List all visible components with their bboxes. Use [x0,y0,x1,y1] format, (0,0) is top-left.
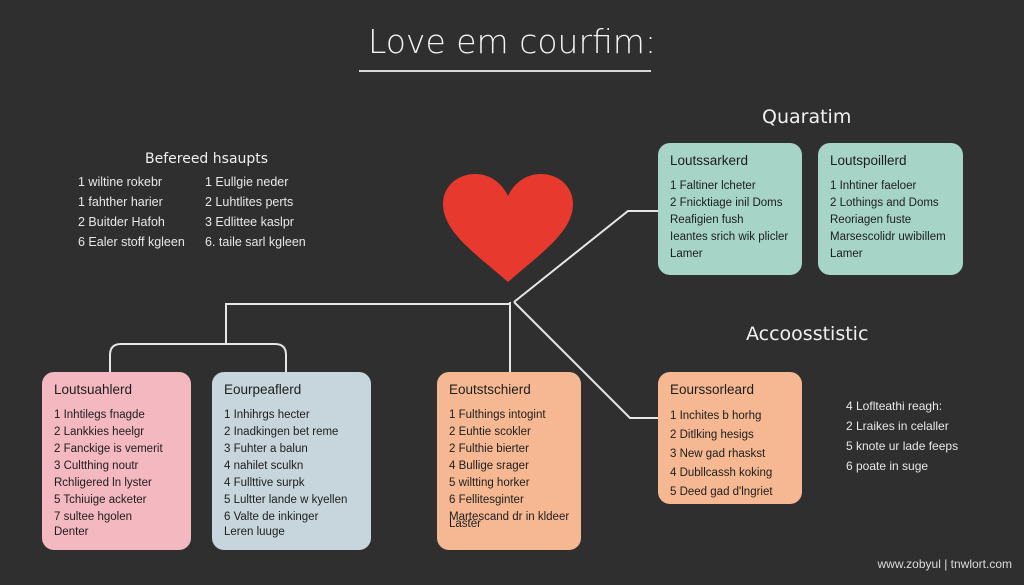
card-item: 5 Deed gad d'lngriet [670,486,773,498]
watermark: www.zobyul | tnwlort.com [877,557,1013,571]
card-title: Eourssorleard [670,382,755,397]
card-item: 1 Inhihrgs hecter [224,409,310,421]
side-list-item: 6 poate in suge [846,459,929,473]
legend-item: 2 Luhtlites perts [205,195,294,209]
card-item: 3 Fuhter a balun [224,443,308,455]
card-item: 2 Ditlking hesigs [670,429,754,441]
card-item: 2 Inadkingen bet reme [224,426,339,438]
card-item: 4 Dubllcassh koking [670,467,773,479]
legend-item: 1 Eullgie neder [205,175,289,189]
card-item: Lamer [830,248,863,260]
card-item: 4 Fullttive surpk [224,477,305,489]
side-list-item: 4 Loflteathi reagh: [846,399,943,413]
side-list-item: 2 Lraikes in celaller [846,419,949,433]
card-item: 2 Lothings and Doms [830,197,939,209]
card-item: Reoriagen fuste [830,214,912,226]
side-list: 4 Loflteathi reagh: 2 Lraikes in celalle… [846,396,958,476]
legend-heading: Befereed hsaupts [145,151,269,167]
card-item: 5 Lultter lande w kyellen [224,494,348,506]
card-item: 6 Fellitesginter [449,494,524,506]
card-item: 4 Bullige srager [449,460,529,472]
card-blue: Eourpeaflerd 1 Inhihrgs hecter 2 Inadkin… [212,372,371,550]
card-item: 3 New gad rhaskst [670,448,766,460]
card-footer: Leren luuge [224,526,285,538]
card-item: Reafigien fush [670,214,744,226]
card-title: Loutsuahlerd [54,382,133,397]
connector-heart-to-lower-right [513,301,658,419]
card-item: 2 Fulthie bierter [449,443,529,455]
heart-icon [443,174,573,282]
card-item: 1 Inhtiner faeloer [830,180,917,192]
page-title: Love em courfim: [367,22,657,61]
card-item: 5 wiltting horker [449,477,530,489]
legend-item: 1 wiltine rokebr [78,175,163,189]
card-title: Eoutstschierd [449,382,531,397]
card-item: 2 Euhtie scokler [449,426,531,438]
card-item: 4 nahilet sculkn [224,460,304,472]
card-item: 2 Lankkies heelgr [54,426,145,438]
card-teal-left: Loutssarkerd 1 Faltiner lcheter 2 Fnickt… [658,143,802,275]
card-item: Marsescolidr uwibillem [830,231,946,243]
card-title: Eourpeaflerd [224,382,302,397]
card-item: 1 Faltiner lcheter [670,180,756,192]
card-item: 6 Valte de inkinger [224,511,319,523]
card-item: 7 sultee hgolen [54,511,133,523]
connector-heart-to-top-right [513,210,658,303]
card-footer: Denter [54,526,89,538]
card-item: 2 Fanckige is vemerit [54,443,163,455]
card-pink: Loutsuahlerd 1 Inhtilegs fnagde 2 Lankki… [42,372,191,550]
legend-left-list: 1 wiltine rokebr 1 fahther harier 2 Buit… [78,172,185,252]
card-item: 1 Fulthings intogint [449,409,546,421]
section-label-top-right: Quaratim [762,106,852,128]
card-item: 2 Fnicktiage inil Doms [670,197,783,209]
card-orange-right: Eourssorleard 1 Inchites b horhg 2 Ditlk… [658,372,802,504]
legend-item: 1 fahther harier [78,195,163,209]
side-list-item: 5 knote ur lade feeps [846,439,959,453]
card-item: Lamer [670,248,703,260]
card-item: 5 Tchiuige acketer [54,494,147,506]
card-item: 3 Cultthing noutr [54,460,139,472]
card-title: Loutspoillerd [830,153,907,168]
card-item: 1 Inhtilegs fnagde [54,409,145,421]
title-underline [359,70,651,72]
connector-left-bracket [109,343,287,372]
legend-item: 6. taile sarl kgleen [205,235,306,249]
legend-item: 2 Buitder Hafoh [78,215,165,229]
section-label-middle-right: Accoosstistic [746,323,869,345]
connector-heart-to-left-group [225,302,511,344]
card-item: Rchligered ln lyster [54,477,152,489]
card-item: Martescand dr in kldeer [449,511,570,523]
card-orange-center: Eoutstschierd 1 Fulthings intogint 2 Euh… [437,372,581,550]
legend-right-list: 1 Eullgie neder 2 Luhtlites perts 3 Edli… [205,172,306,252]
legend-item: 6 Ealer stoff kgleen [78,235,185,249]
card-title: Loutssarkerd [670,153,749,168]
card-item: Ieantes srich wik plicler [670,231,789,243]
legend-item: 3 Edlittee kaslpr [205,215,294,229]
card-teal-right: Loutspoillerd 1 Inhtiner faeloer 2 Lothi… [818,143,963,275]
card-item: 1 Inchites b horhg [670,410,762,422]
card-footer: Laster [449,518,481,530]
